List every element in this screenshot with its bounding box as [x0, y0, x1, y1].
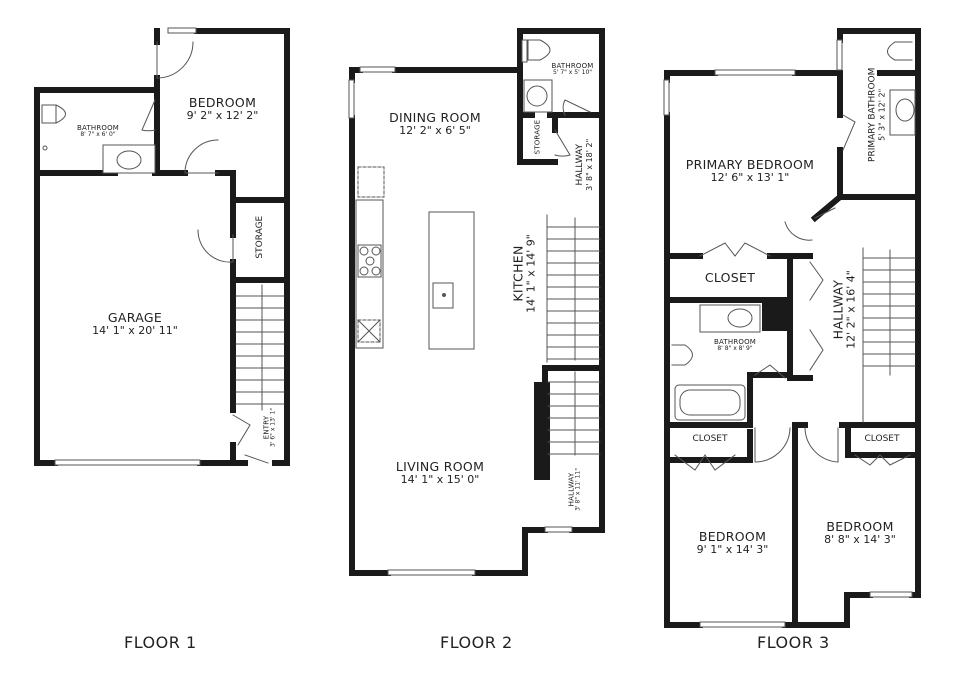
floor-3-walls [664, 28, 921, 628]
room-dims: 14' 1" x 15' 0" [400, 473, 480, 487]
room-label-closet: CLOSET [675, 434, 745, 444]
room-label-bathroom: BATHROOM 5' 7" x 5' 10" [545, 62, 600, 77]
room-name: HALLWAY [830, 279, 846, 340]
room-name: BEDROOM [188, 95, 257, 110]
room-label-storage: STORAGE [533, 120, 541, 155]
room-dims: 5' 3" x 12' 2" [878, 88, 888, 141]
room-label-garage: GARAGE 14' 1" x 20' 11" [75, 310, 195, 338]
room-label-hallway: HALLWAY 3' 8" x 18' 2" [575, 125, 595, 205]
room-name: CLOSET [864, 434, 900, 444]
room-name: HALLWAY [575, 144, 586, 186]
room-label-closet: CLOSET [848, 434, 916, 444]
room-label-bedroom: BEDROOM 9' 2" x 12' 2" [175, 95, 270, 123]
room-dims: 9' 2" x 12' 2" [186, 109, 259, 123]
room-name: BEDROOM [826, 519, 894, 534]
room-dims: 3' 8" x 18' 2" [585, 138, 595, 191]
room-label-primary-bathroom: PRIMARY BATHROOM 5' 3" x 12' 2" [868, 67, 888, 162]
room-dims: 3' 8" x 11' 11" [574, 468, 582, 511]
floor-1-details [41, 27, 285, 466]
room-dims: 12' 2" x 16' 4" [844, 270, 858, 349]
room-dims: 8' 7" x 6' 0" [80, 131, 116, 139]
room-dims: 14' 1" x 20' 11" [92, 324, 178, 338]
room-name: BATHROOM [713, 338, 757, 346]
room-name: BEDROOM [698, 529, 767, 544]
room-name: DINING ROOM [389, 110, 481, 125]
room-label-bedroom: BEDROOM 8' 8" x 14' 3" [805, 519, 915, 547]
room-label-hallway: HALLWAY 3' 8" x 11' 11" [568, 459, 583, 519]
room-label-kitchen: KITCHEN 14' 1" x 14' 9" [510, 219, 538, 329]
room-name: CLOSET [704, 270, 756, 285]
room-label-living-room: LIVING ROOM 14' 1" x 15' 0" [380, 459, 500, 487]
room-name: BATHROOM [76, 124, 120, 132]
room-dims: 3' 6" x 13' 1" [269, 407, 277, 448]
room-label-hallway: HALLWAY 12' 2" x 16' 4" [830, 255, 858, 365]
room-label-bathroom: BATHROOM 8' 8" x 8' 9" [700, 338, 770, 353]
room-dims: 5' 7" x 5' 10" [552, 69, 593, 77]
floor-2-title: FLOOR 2 [440, 633, 513, 652]
room-dims: 12' 2" x 6' 5" [399, 124, 471, 138]
room-label-bedroom: BEDROOM 9' 1" x 14' 3" [680, 529, 785, 557]
room-dims: 8' 8" x 14' 3" [824, 533, 896, 547]
room-label-storage: STORAGE [255, 212, 265, 262]
room-name: GARAGE [107, 310, 163, 325]
floor-1-walls [34, 28, 290, 466]
room-label-primary-bedroom: PRIMARY BEDROOM 12' 6" x 13' 1" [680, 157, 820, 185]
room-dims: 14' 1" x 14' 9" [524, 234, 538, 313]
floor-3-title: FLOOR 3 [757, 633, 830, 652]
room-name: STORAGE [533, 119, 542, 155]
room-label-closet: CLOSET [695, 270, 765, 285]
room-name: PRIMARY BEDROOM [685, 157, 815, 172]
room-name: STORAGE [254, 215, 265, 259]
room-name: CLOSET [692, 434, 728, 444]
room-name: BATHROOM [551, 62, 594, 70]
room-dims: 12' 6" x 13' 1" [710, 171, 790, 185]
room-name: LIVING ROOM [395, 459, 485, 474]
room-dims: 8' 8" x 8' 9" [717, 345, 753, 353]
floor-2-details [348, 39, 601, 576]
floor-2-walls [349, 28, 605, 576]
floor-3-details [663, 39, 916, 628]
room-name: PRIMARY BATHROOM [867, 67, 878, 162]
room-label-bathroom: BATHROOM 8' 7" x 6' 0" [68, 124, 128, 139]
room-dims: 9' 1" x 14' 3" [696, 543, 769, 557]
floor-1-title: FLOOR 1 [124, 633, 197, 652]
room-name: KITCHEN [510, 245, 526, 302]
room-label-entry: ENTRY 3' 6" x 13' 1" [263, 402, 278, 452]
room-label-dining-room: DINING ROOM 12' 2" x 6' 5" [375, 110, 495, 138]
